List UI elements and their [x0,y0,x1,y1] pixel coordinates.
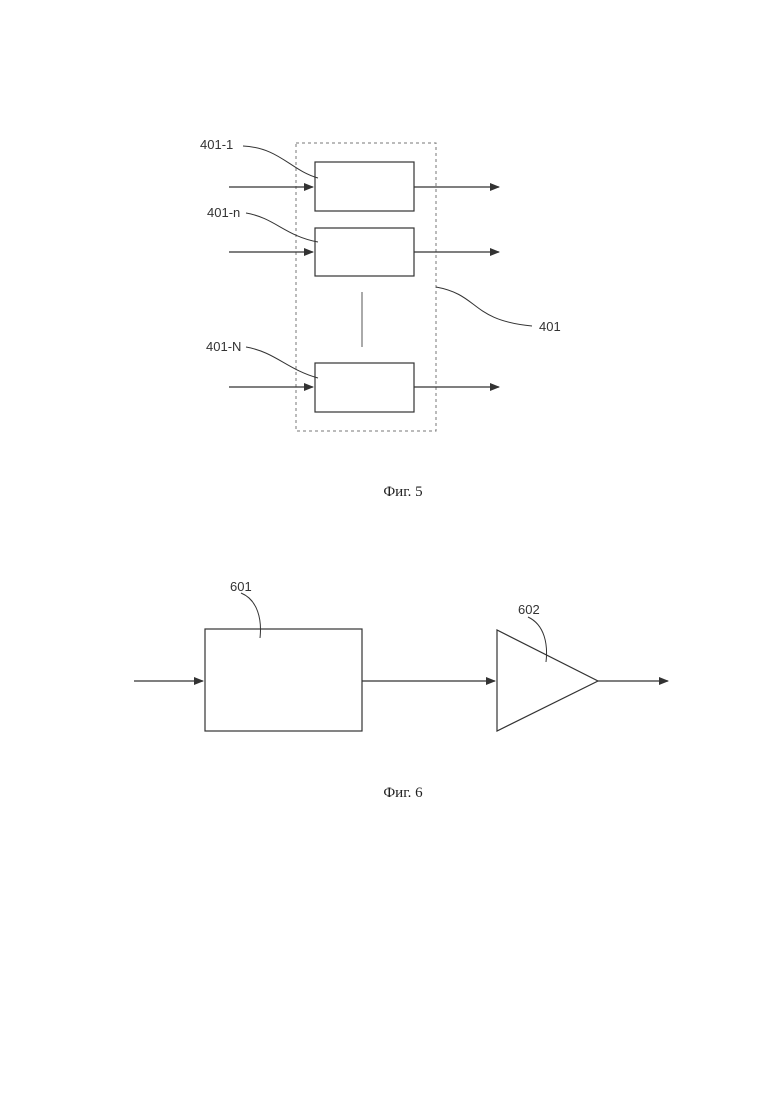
label-401-N: 401-N [206,339,241,354]
caption-fig-6: Фиг. 6 [383,785,423,801]
leader-401-N [246,347,318,378]
leader-401 [436,287,532,326]
label-601: 601 [230,579,252,594]
leader-401-1 [243,146,318,178]
block-601 [205,629,362,731]
label-401-1: 401-1 [200,137,233,152]
block-401-1 [315,162,414,211]
amplifier-602 [497,630,598,731]
block-401-n [315,228,414,276]
figure-6: 601 602 Фиг. 6 [134,579,668,801]
label-602: 602 [518,602,540,617]
label-401: 401 [539,319,561,334]
block-401-N [315,363,414,412]
caption-fig-5: Фиг. 5 [383,484,422,500]
figure-5: 401-1 401-n 401-N 401 Фиг. 5 [200,137,561,500]
label-401-n: 401-n [207,205,240,220]
leader-401-n [246,213,318,242]
